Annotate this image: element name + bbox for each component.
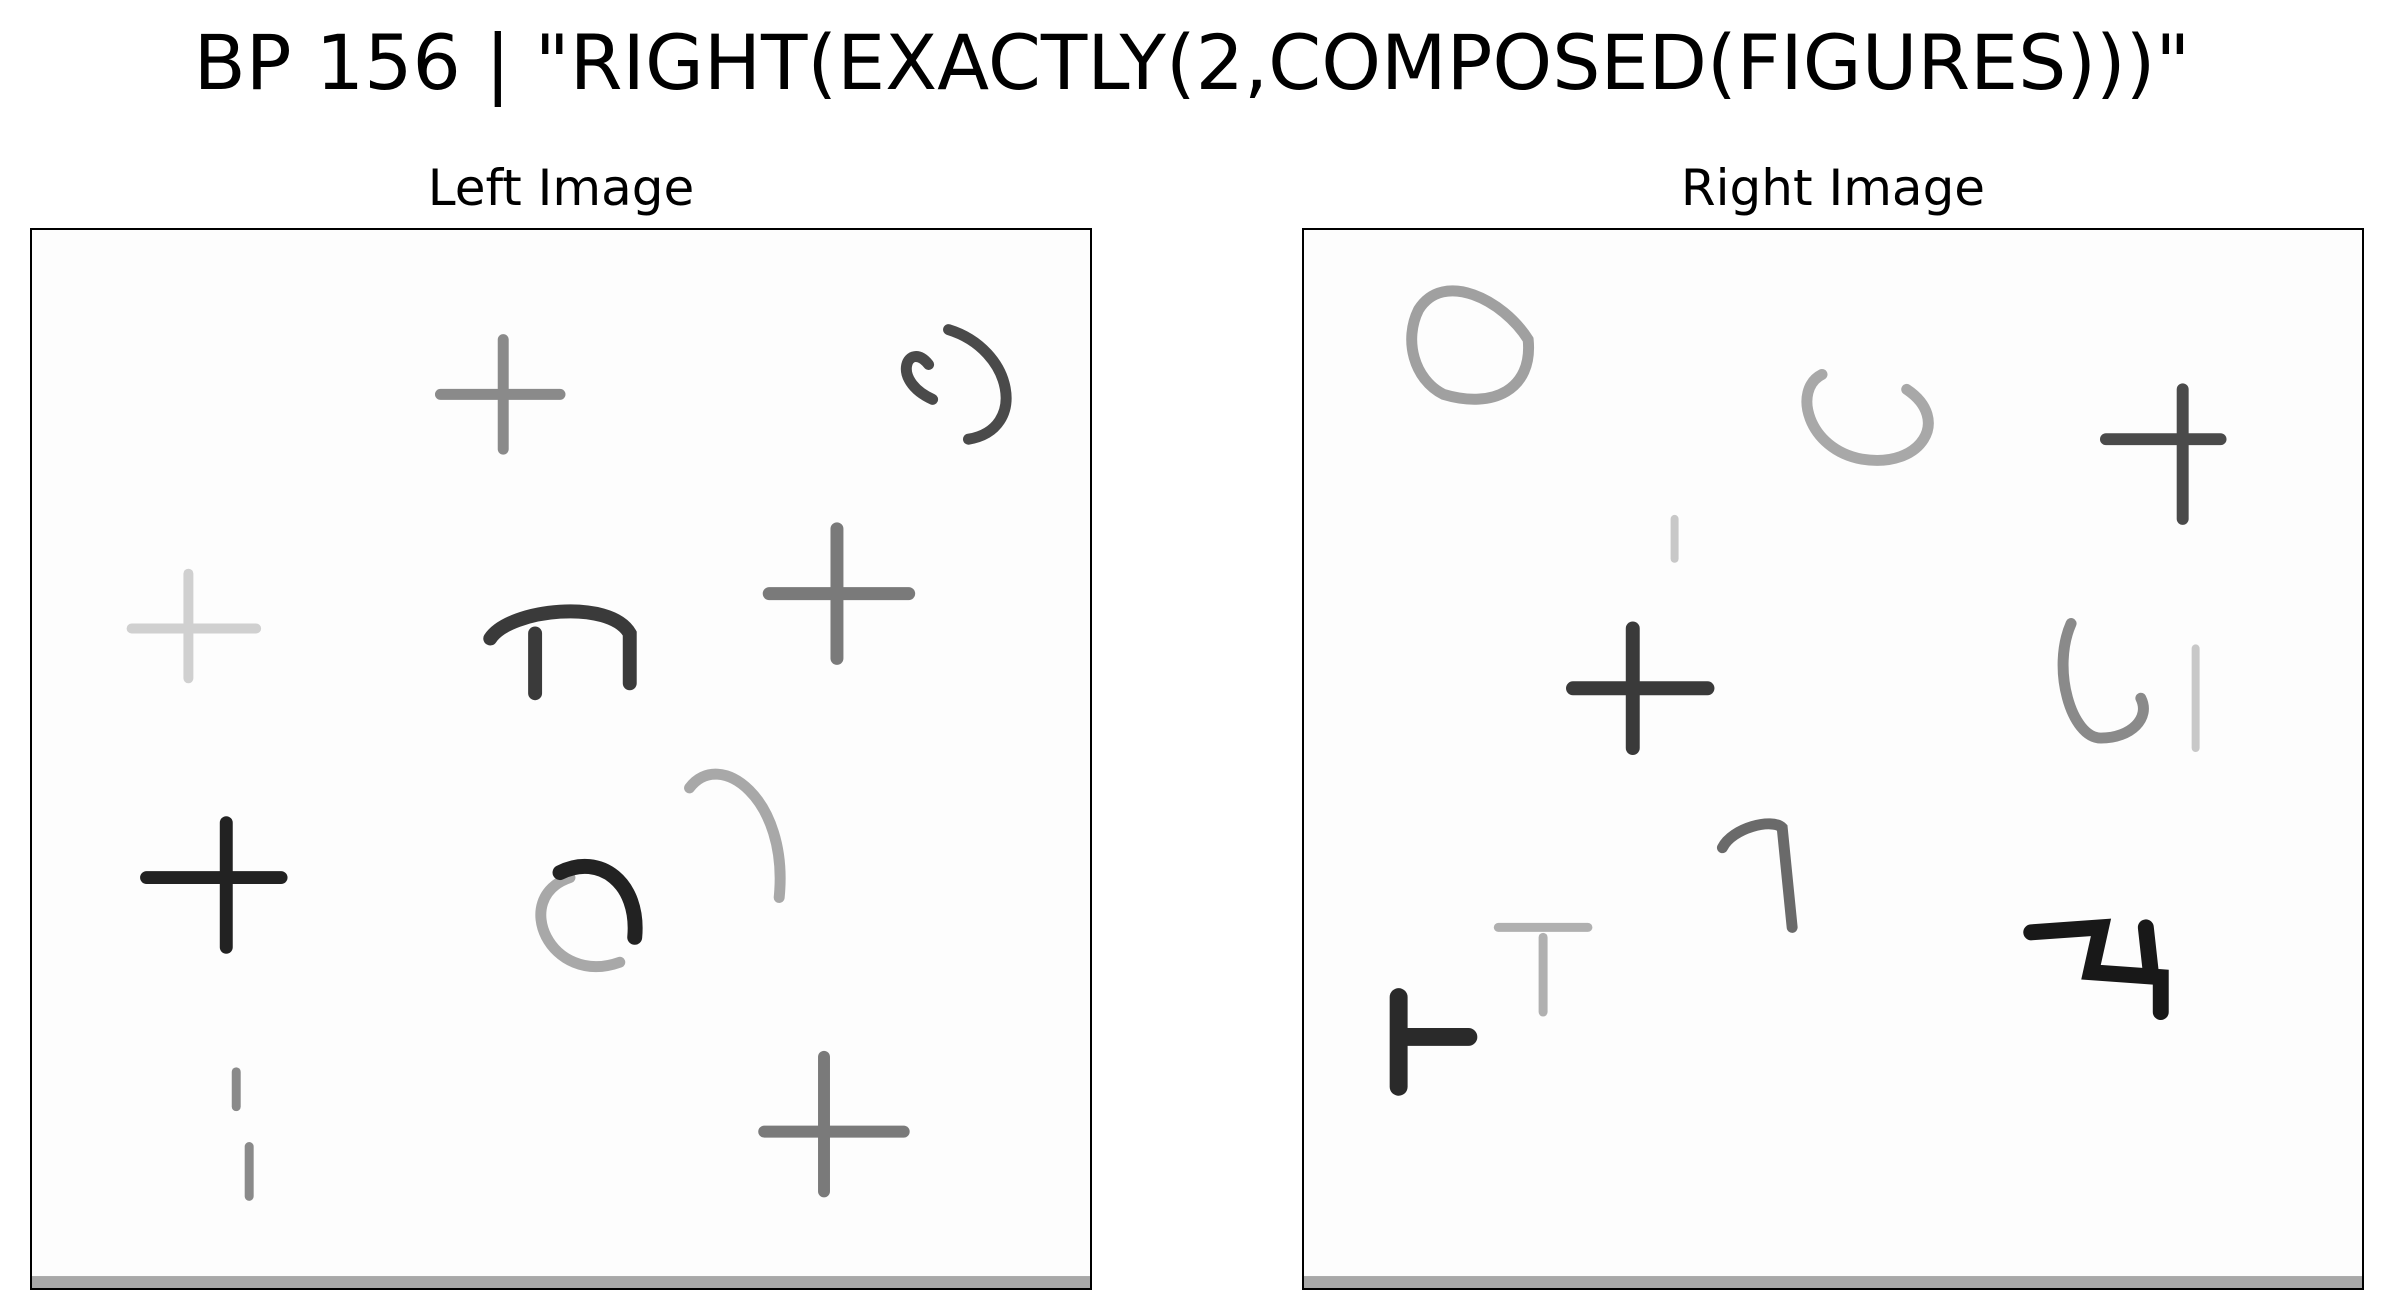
- figure-ring-arc: [535, 872, 626, 973]
- figure-hook-arc: [1716, 818, 1798, 933]
- figure-cross: [126, 568, 262, 684]
- figure-ring-arc-dark: [552, 858, 643, 945]
- figure-circle: [1406, 285, 1534, 405]
- left-image-canvas: [32, 230, 1090, 1288]
- figure-cross: [1566, 621, 1715, 756]
- right-panel-title: Right Image: [1680, 159, 1986, 217]
- right-image-panel: [1302, 228, 2364, 1290]
- figure-glyph: [2023, 918, 2169, 1021]
- figure-cross: [762, 522, 916, 665]
- figure-small-cross: [1493, 922, 1593, 1017]
- figure-tick: [231, 1067, 254, 1201]
- page-title: BP 156 | "RIGHT(EXACTLY(2,COMPOSED(FIGUR…: [193, 18, 2191, 107]
- figure-cross: [140, 816, 288, 954]
- figure-cross: [2099, 383, 2227, 525]
- right-image-canvas: [1304, 230, 2362, 1288]
- figure-small-cross: [1389, 988, 1478, 1096]
- figure-arc: [1801, 368, 1934, 466]
- left-image-panel: [30, 228, 1092, 1290]
- figure-cross: [434, 334, 566, 455]
- figure-hook-arc: [900, 324, 1012, 445]
- figure-arc: [684, 768, 786, 903]
- figure-hook-arc: [483, 604, 637, 701]
- figure-cross: [758, 1050, 910, 1198]
- left-panel-title: Left Image: [427, 159, 695, 217]
- figure-cup-arc: [2057, 618, 2149, 744]
